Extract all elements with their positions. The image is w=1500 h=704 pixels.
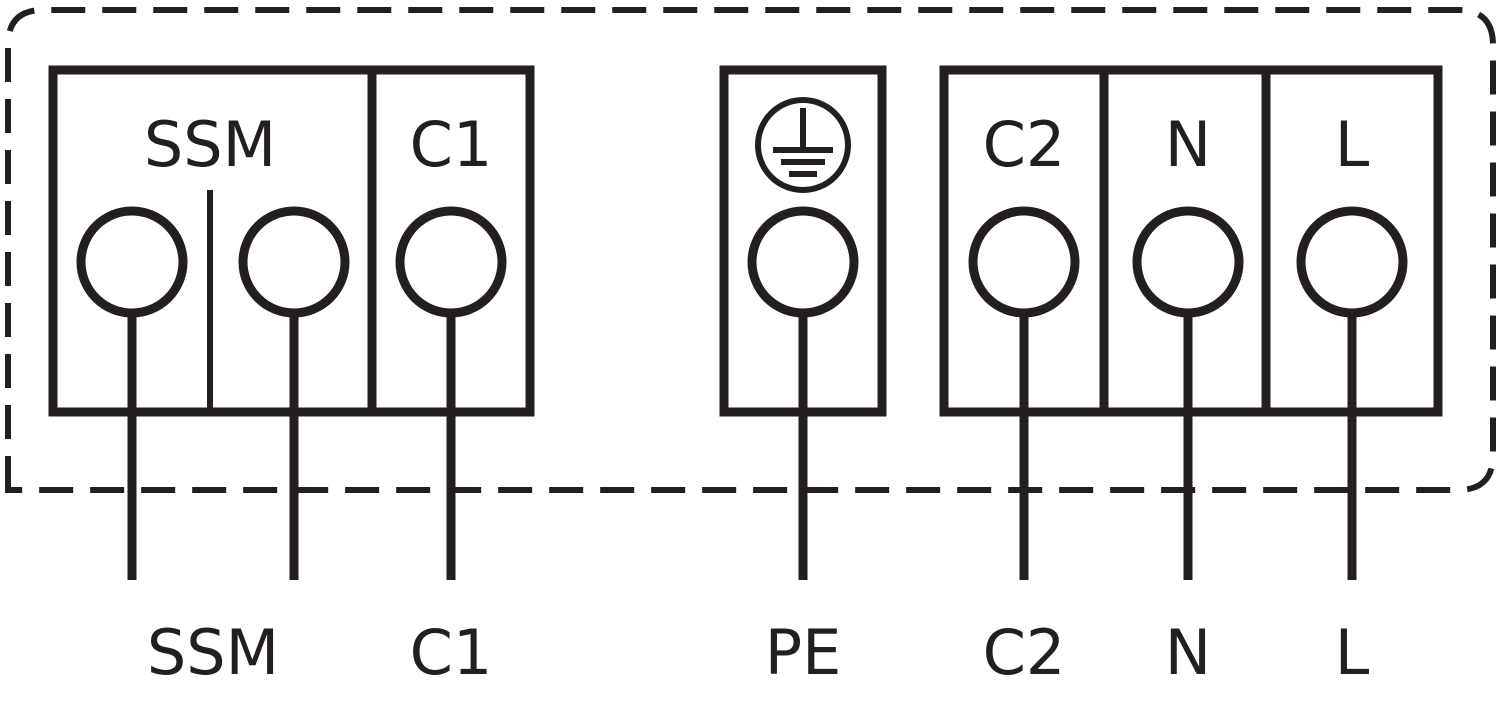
ssm-terminal-screw-2 xyxy=(238,206,350,318)
l-wire-label: L xyxy=(1335,616,1370,689)
l-terminal-label: L xyxy=(1335,108,1370,181)
c2-wire-label: C2 xyxy=(983,616,1066,689)
c1-wire-label: C1 xyxy=(410,616,493,689)
pe-terminal-screw xyxy=(747,206,859,318)
wire-labels: SSM C1 PE C2 N L xyxy=(147,616,1370,689)
pe-wire-label: PE xyxy=(765,616,842,689)
c1-terminal-label: C1 xyxy=(410,108,493,181)
wires xyxy=(127,313,1357,580)
c2-terminal-screw xyxy=(968,206,1080,318)
n-terminal-label: N xyxy=(1165,108,1211,181)
terminal-block-c2-n-l: C2 N L xyxy=(939,65,1443,417)
protective-earth-icon xyxy=(755,97,851,193)
n-terminal-screw xyxy=(1132,206,1244,318)
ssm-terminal-label: SSM xyxy=(144,108,276,181)
ssm-terminal-screw-1 xyxy=(76,206,188,318)
c1-terminal-screw xyxy=(395,206,507,318)
ssm-wire-label: SSM xyxy=(147,616,279,689)
l-terminal-screw xyxy=(1296,206,1408,318)
enclosure-dashed-border xyxy=(5,7,1496,493)
c2-terminal-label: C2 xyxy=(983,108,1066,181)
n-wire-label: N xyxy=(1165,616,1211,689)
